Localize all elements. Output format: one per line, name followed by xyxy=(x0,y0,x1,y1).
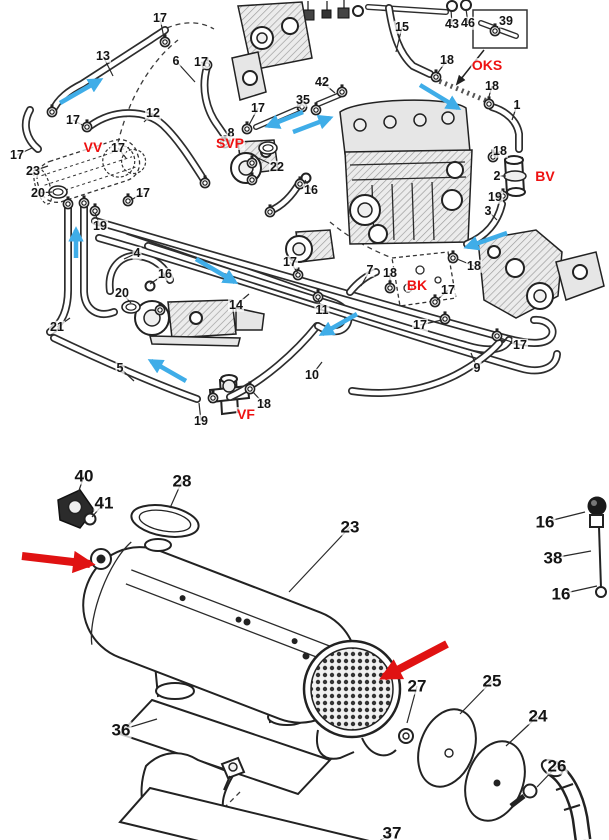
leader-line xyxy=(37,191,53,194)
leader-line xyxy=(288,526,351,593)
flow-direction-arrow xyxy=(463,230,508,251)
leader-line xyxy=(119,367,135,382)
flow-direction-arrow xyxy=(264,109,304,129)
leader-line xyxy=(91,502,105,518)
pointer-arrow xyxy=(21,550,96,574)
leader-line xyxy=(436,289,449,301)
leader-line xyxy=(102,55,114,77)
leader-line xyxy=(120,718,158,731)
leader-line xyxy=(511,104,518,121)
leader-line xyxy=(456,258,475,267)
anode-fitting xyxy=(57,489,97,529)
leader-line xyxy=(130,192,144,201)
leader-line xyxy=(487,210,498,221)
leader-line xyxy=(459,680,493,715)
leader-line xyxy=(175,60,196,83)
tube-bundle-end xyxy=(302,639,402,760)
leader-line xyxy=(32,165,49,172)
top-fittings-row xyxy=(287,0,472,21)
exhaust-riser-assembly xyxy=(231,1,313,101)
leader-line xyxy=(296,99,304,111)
leader-line xyxy=(436,59,448,75)
leader-line xyxy=(235,293,250,306)
drain-fitting xyxy=(587,496,607,598)
flow-direction-arrow xyxy=(292,114,334,135)
leader-line xyxy=(56,317,71,328)
callout-arrow xyxy=(455,49,485,86)
leader-line xyxy=(289,261,299,274)
leader-line xyxy=(169,480,183,509)
flow-direction-arrow xyxy=(58,78,104,105)
leader-line xyxy=(552,550,592,559)
filler-cap xyxy=(130,504,200,552)
leader-line xyxy=(159,17,165,39)
leader-line xyxy=(252,391,265,405)
leader-line xyxy=(406,685,418,724)
leader-line xyxy=(198,402,202,422)
leader-line xyxy=(143,112,154,123)
leader-line xyxy=(123,252,138,260)
leader-line xyxy=(248,107,259,126)
leader-line xyxy=(311,361,323,376)
leader-line xyxy=(380,832,393,840)
leader-line xyxy=(200,61,207,67)
leader-line xyxy=(536,765,558,788)
circulating-pump xyxy=(285,229,335,263)
leader-line xyxy=(72,119,85,127)
leader-line xyxy=(493,150,501,158)
right-outdrive xyxy=(477,229,605,319)
fitting-16b xyxy=(144,280,156,292)
leader-line xyxy=(487,85,493,101)
leader-line xyxy=(544,511,586,523)
gaskets-hardware xyxy=(398,708,538,822)
leader-line xyxy=(257,157,278,168)
leader-line xyxy=(470,352,478,369)
leader-line xyxy=(499,337,521,346)
leader-line xyxy=(450,9,453,25)
leader-line xyxy=(395,26,403,53)
leader-line xyxy=(360,269,371,287)
leader-line xyxy=(321,81,336,94)
leader-line xyxy=(117,147,127,159)
bv-valve xyxy=(503,155,527,197)
leader-line xyxy=(121,292,132,304)
leader-line xyxy=(223,132,232,142)
engine-block xyxy=(339,99,473,245)
leader-line xyxy=(317,298,323,311)
leader-line xyxy=(149,273,166,285)
flow-direction-arrow xyxy=(418,83,462,110)
leader-line xyxy=(16,147,33,156)
leader-line xyxy=(465,8,469,24)
mounting-plates xyxy=(118,698,370,840)
leader-line xyxy=(560,585,598,595)
leader-line xyxy=(304,179,312,191)
leader-line xyxy=(505,715,539,747)
flow-direction-arrow xyxy=(318,312,359,336)
leader-line xyxy=(419,319,443,326)
leader-line xyxy=(75,475,85,500)
flow-direction-arrow xyxy=(194,257,239,284)
pointer-arrow xyxy=(379,640,449,681)
flow-direction-arrow xyxy=(147,359,188,383)
leader-line xyxy=(94,212,101,227)
